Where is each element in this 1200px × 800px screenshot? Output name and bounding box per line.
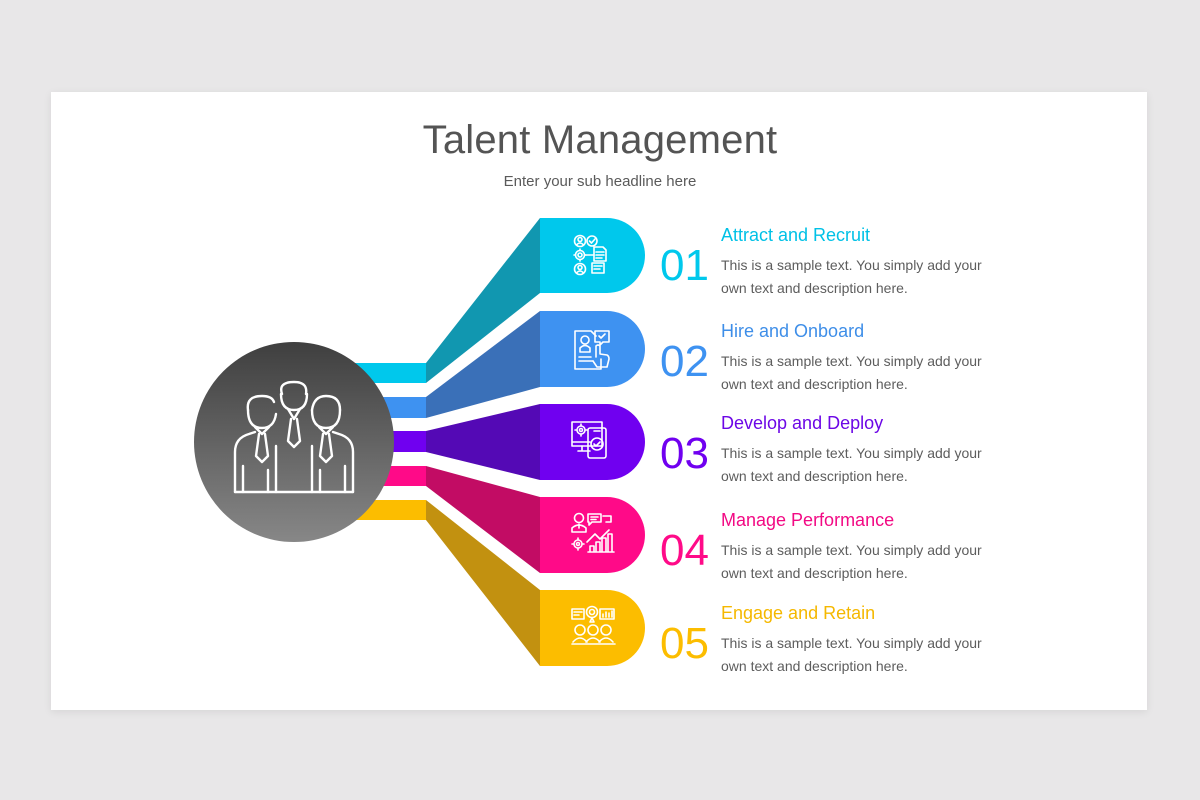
step-tabs xyxy=(540,218,645,666)
team-people-icon xyxy=(233,380,355,494)
connector-wedges xyxy=(426,218,540,666)
step-description: This is a sample text. You simply add yo… xyxy=(721,257,982,296)
wedge-1 xyxy=(426,218,540,383)
step-2: 02 Hire and Onboard This is a sample tex… xyxy=(660,321,1020,411)
wedge-2 xyxy=(426,311,540,418)
step-number: 01 xyxy=(660,241,709,290)
hire-resume-hand-icon xyxy=(574,330,610,370)
step-number: 03 xyxy=(660,429,709,478)
tab-3 xyxy=(540,404,645,480)
step-description: This is a sample text. You simply add yo… xyxy=(721,542,982,581)
tab-4 xyxy=(540,497,645,573)
step-number: 02 xyxy=(660,337,709,386)
step-3: 03 Develop and Deploy This is a sample t… xyxy=(660,413,1020,503)
step-heading: Hire and Onboard xyxy=(721,321,865,341)
step-heading: Engage and Retain xyxy=(721,603,876,623)
recruit-people-documents-icon xyxy=(573,234,607,276)
performance-chart-icon xyxy=(571,512,615,553)
wedge-5 xyxy=(426,500,540,666)
step-description: This is a sample text. You simply add yo… xyxy=(721,353,982,392)
step-4: 04 Manage Performance This is a sample t… xyxy=(660,510,1020,600)
wedge-4 xyxy=(426,466,540,573)
step-description: This is a sample text. You simply add yo… xyxy=(721,445,982,484)
step-5: 05 Engage and Retain This is a sample te… xyxy=(660,603,1020,693)
tab-5 xyxy=(540,590,645,666)
slide-title: Talent Management xyxy=(422,118,778,162)
step-number: 04 xyxy=(660,526,709,575)
wedge-3 xyxy=(426,404,540,480)
slide-subtitle: Enter your sub headline here xyxy=(503,173,697,190)
step-1: 01 Attract and Recruit This is a sample … xyxy=(660,225,1020,315)
develop-monitor-phone-icon xyxy=(571,421,607,459)
step-description: This is a sample text. You simply add yo… xyxy=(721,635,982,674)
center-circle xyxy=(194,342,394,542)
step-number: 05 xyxy=(660,619,709,668)
step-heading: Attract and Recruit xyxy=(721,225,871,245)
step-heading: Manage Performance xyxy=(721,510,895,530)
engage-team-icon xyxy=(571,605,616,645)
tab-2 xyxy=(540,311,645,387)
step-heading: Develop and Deploy xyxy=(721,413,884,433)
